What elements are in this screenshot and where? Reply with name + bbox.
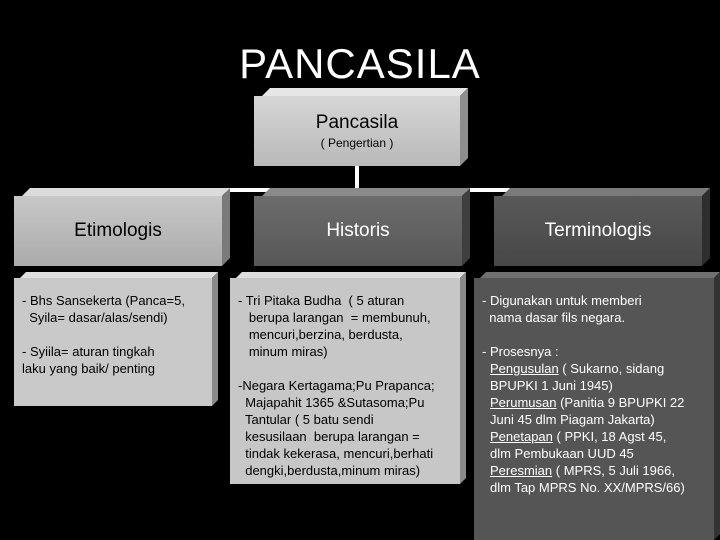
text-line: - Tri Pitaka Budha ( 5 aturan	[238, 293, 405, 308]
text-line: dlm Tap MPRS No. XX/MPRS/66)	[490, 480, 685, 495]
category-label: Terminologis	[544, 220, 652, 241]
root-node: Pancasila ( Pengertian )	[254, 88, 468, 166]
text-line: dlm Pembukaan UUD 45	[490, 446, 634, 461]
panel-etimologis: - Bhs Sansekerta (Panca=5, Syila= dasar/…	[14, 272, 218, 406]
process-item-2: Perumusan (Panitia 9 BPUPKI 22	[482, 394, 708, 411]
text-line: nama dasar fils negara.	[482, 310, 626, 325]
category-terminologis: Terminologis	[494, 188, 710, 266]
term-detail: ( Sukarno, sidang	[558, 361, 665, 376]
panel-terminologis: - Digunakan untuk memberi nama dasar fil…	[474, 272, 720, 540]
text-line: minum miras)	[238, 344, 328, 359]
text-line: - Bhs Sansekerta (Panca=5,	[22, 293, 185, 308]
term-label: Pengusulan	[490, 361, 559, 376]
term-label: Peresmian	[490, 463, 553, 478]
text-line: tindak kekerasa, mencuri,berhati	[238, 446, 434, 461]
term-detail: ( PPKI, 18 Agst 45,	[552, 429, 667, 444]
panel-historis: - Tri Pitaka Budha ( 5 aturan berupa lar…	[230, 272, 466, 484]
category-label: Historis	[326, 220, 390, 241]
term-detail: ( MPRS, 5 Juli 1966,	[552, 463, 675, 478]
root-sublabel: ( Pengertian )	[320, 136, 394, 150]
term-label: Penetapan	[490, 429, 553, 444]
term-label: Perumusan	[490, 395, 557, 410]
category-historis: Historis	[254, 188, 470, 266]
process-item-3: Penetapan ( PPKI, 18 Agst 45,	[482, 428, 708, 445]
text-line: laku yang baik/ penting	[22, 361, 155, 376]
category-etimologis: Etimologis	[14, 188, 230, 266]
text-line: kesusilaan berupa larangan =	[238, 429, 420, 444]
text-line: BPUPKI 1 Juni 1945)	[490, 378, 613, 393]
connector-vertical	[355, 162, 359, 188]
text-line: - Prosesnya :	[482, 344, 559, 359]
page-title: PANCASILA	[239, 40, 481, 87]
process-item-1: Pengusulan ( Sukarno, sidang	[482, 360, 708, 377]
text-line: Majapahit 1365 &Sutasoma;Pu	[238, 395, 425, 410]
text-line: - Digunakan untuk memberi	[482, 293, 642, 308]
root-label: Pancasila	[315, 112, 399, 133]
term-detail: (Panitia 9 BPUPKI 22	[556, 395, 685, 410]
text-line: -Negara Kertagama;Pu Prapanca;	[238, 378, 435, 393]
process-item-4: Peresmian ( MPRS, 5 Juli 1966,	[482, 462, 708, 479]
text-line: Juni 45 dlm Piagam Jakarta)	[490, 412, 655, 427]
text-line: Syila= dasar/alas/sendi)	[22, 310, 168, 325]
text-line: dengki,berdusta,minum miras)	[238, 463, 421, 478]
text-line: Tantular ( 5 batu sendi	[238, 412, 374, 427]
text-line: - Syiila= aturan tingkah	[22, 344, 155, 359]
category-label: Etimologis	[74, 220, 162, 241]
text-line: mencuri,berzina, berdusta,	[238, 327, 403, 342]
text-line: berupa larangan = membunuh,	[238, 310, 431, 325]
